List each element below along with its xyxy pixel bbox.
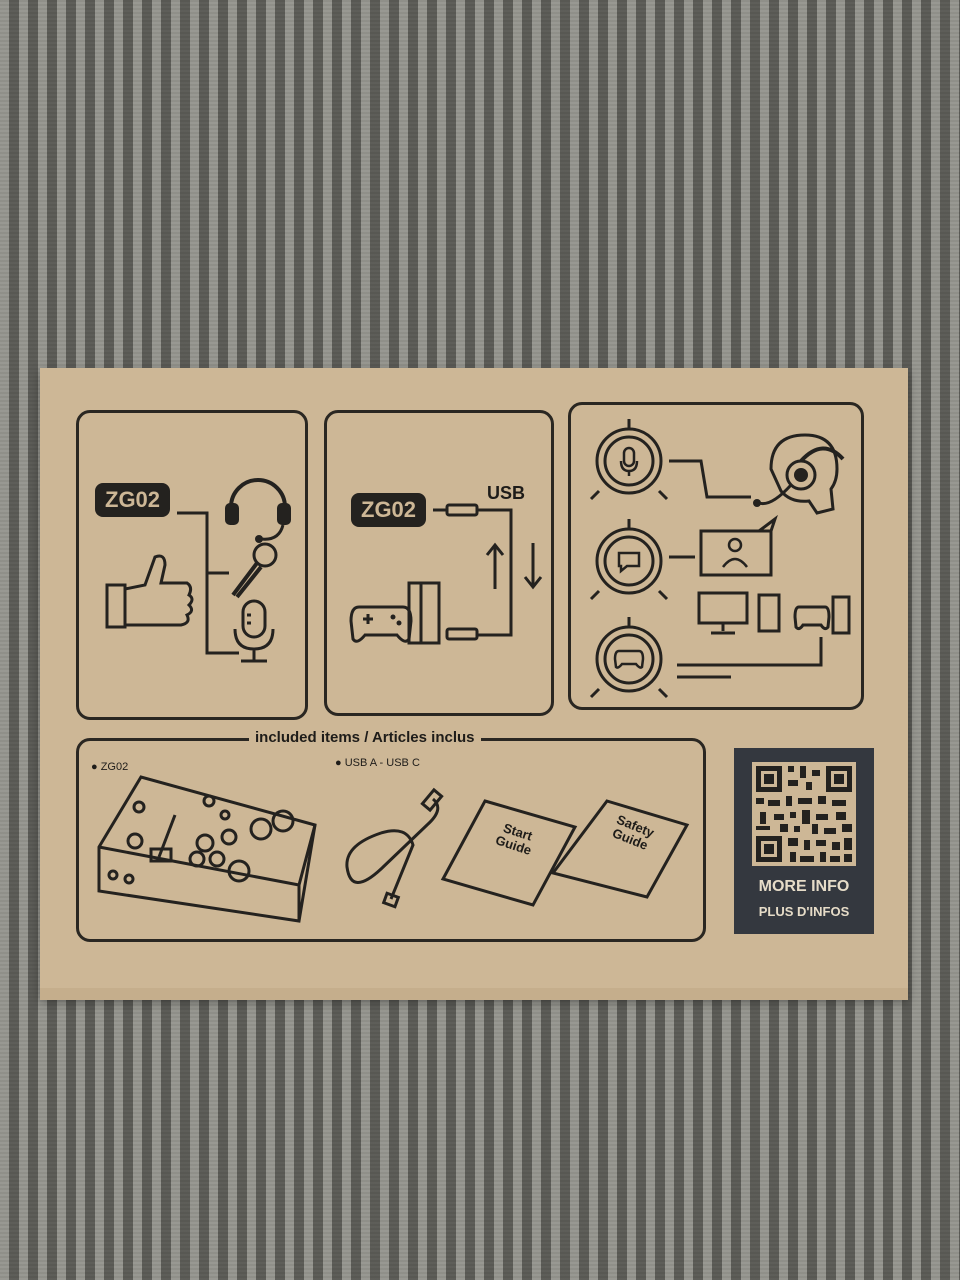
gamepad-icon <box>793 605 831 631</box>
qr-code[interactable] <box>752 762 856 866</box>
product-box: ZG02 ZG02 USB <box>40 368 908 1000</box>
panel-included-items: included items / Articles inclus ● ZG02 … <box>76 729 706 942</box>
monitor-icon <box>697 591 749 635</box>
gamepad-icon <box>349 605 413 643</box>
item-usb-label: ● USB A - USB C <box>335 757 420 769</box>
connection-lines <box>177 511 239 655</box>
arrow-up-icon <box>485 542 505 589</box>
safety-guide-icon <box>550 799 690 899</box>
more-info-label: MORE INFO <box>758 878 850 895</box>
thumbs-up-icon <box>105 554 194 629</box>
panel-mic-headset: ZG02 <box>76 410 308 720</box>
gamepad-icon <box>613 649 645 669</box>
arrow-down-icon <box>523 543 543 590</box>
studio-mic-icon <box>619 446 639 476</box>
item-zg02-label: ● ZG02 <box>91 761 129 773</box>
chat-icon <box>617 551 641 574</box>
console-icon <box>831 595 851 635</box>
headset-icon <box>225 478 291 543</box>
headset-icon <box>753 433 845 515</box>
console-icon <box>407 581 441 645</box>
zg02-device-icon <box>97 775 317 923</box>
panel-usb: ZG02 USB <box>324 410 554 716</box>
console-icon <box>757 593 781 633</box>
qr-code-pattern <box>756 766 852 862</box>
usb-cable-icon <box>345 787 444 909</box>
panel-modes <box>568 402 864 710</box>
usb-cable-icon <box>433 503 513 641</box>
box-flap-edge <box>40 988 908 1000</box>
handheld-mic-icon <box>231 542 278 599</box>
mode-diagram <box>589 419 823 699</box>
video-chat-icon <box>699 514 778 577</box>
zg02-badge: ZG02 <box>95 483 171 517</box>
qr-panel[interactable]: MORE INFO PLUS D'INFOS <box>734 748 874 934</box>
zg02-badge: ZG02 <box>351 493 427 527</box>
included-heading: included items / Articles inclus <box>249 729 481 746</box>
start-guide-icon <box>440 799 578 907</box>
plus-infos-label: PLUS D'INFOS <box>758 904 850 919</box>
usb-label: USB <box>487 483 526 503</box>
studio-mic-icon <box>233 599 275 663</box>
